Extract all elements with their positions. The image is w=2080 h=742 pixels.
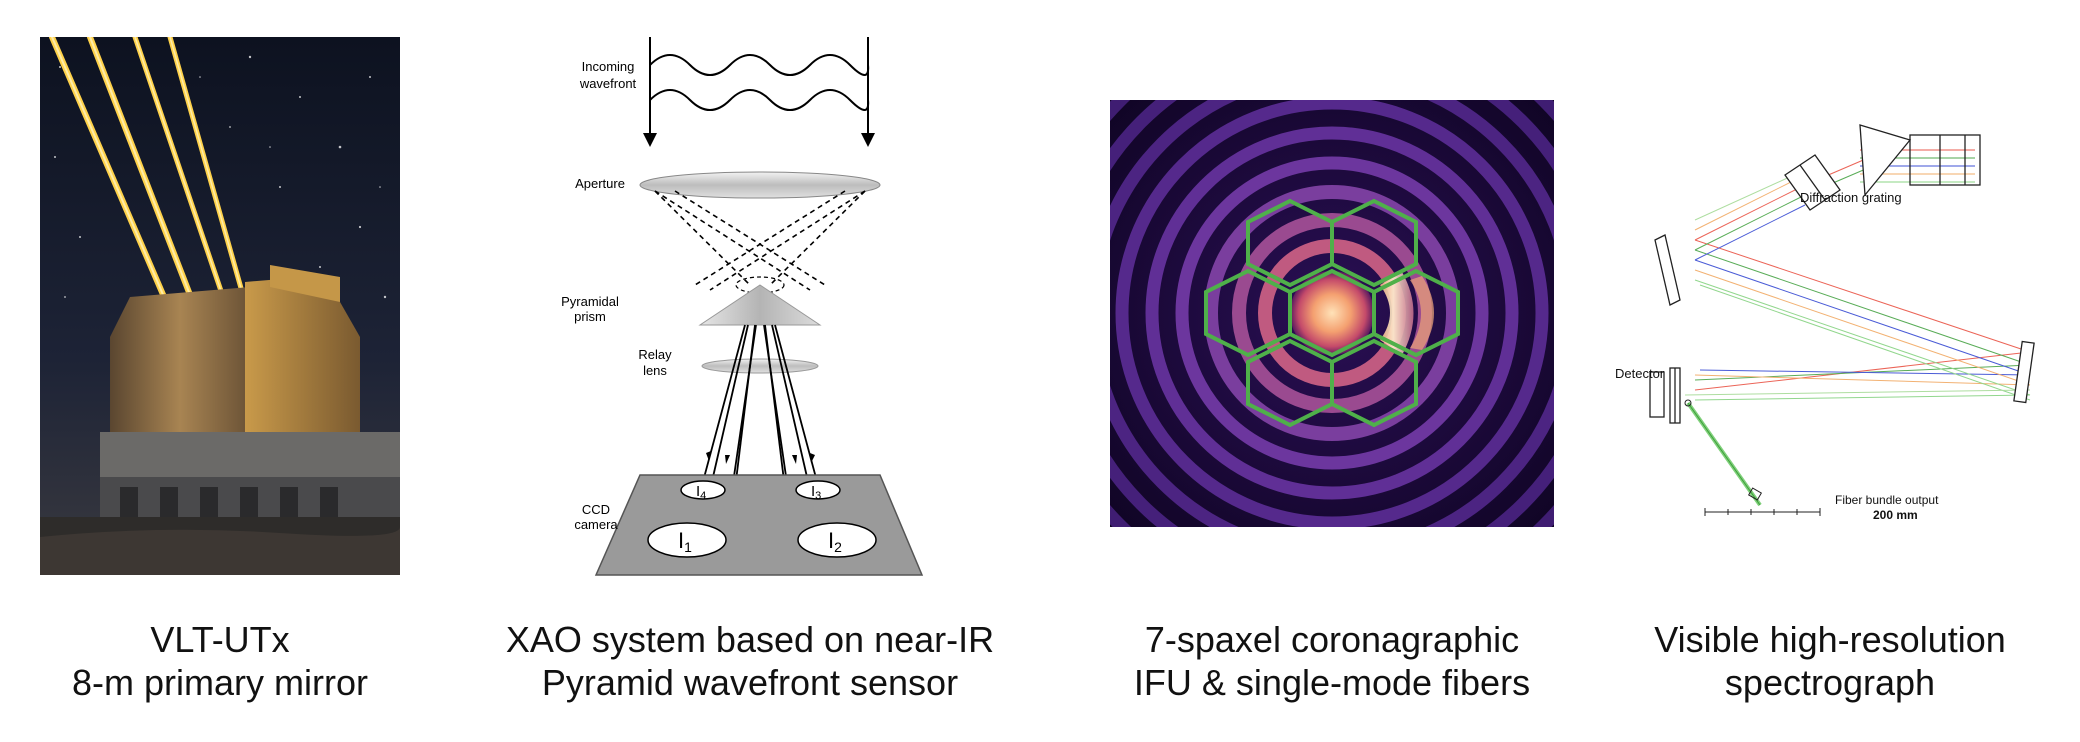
wavefront-upper [649, 54, 870, 76]
label-i2: I2 [828, 528, 842, 555]
caption-spectrograph: Visible high-resolution spectrograph [1620, 618, 2040, 704]
label-detector: Detector [1615, 366, 1665, 381]
pupil-image-i2 [797, 522, 877, 558]
caption-spectrograph-line1: Visible high-resolution [1654, 619, 2006, 660]
caption-vlt-line2: 8-m primary mirror [72, 662, 368, 703]
building-base [100, 432, 400, 482]
caption-ifu-line2: IFU & single-mode fibers [1133, 662, 1531, 703]
vlt-photo-illustration [40, 34, 400, 575]
psf-ifu-svg [1110, 100, 1554, 527]
optical-elements [1649, 124, 2035, 424]
label-aperture: Aperture [575, 176, 625, 191]
spectrograph-svg: Diffraction grating Detector Fiber bundl… [1615, 124, 2035, 522]
pyramidal-prism [698, 284, 822, 326]
pyramid-wfs-diagram: Incoming wavefront Aperture Pyramidal pr… [560, 35, 940, 580]
scale-bar [1704, 508, 1821, 516]
camera-mirror-right [2013, 340, 2035, 404]
vlt-photo [40, 34, 400, 575]
caption-xao-line1: XAO system based on near-IR [505, 619, 995, 660]
ray-bundles [1684, 154, 2031, 401]
pupil-image-i1 [647, 522, 727, 558]
caption-vlt: VLT-UTx 8-m primary mirror [20, 618, 420, 704]
caption-ifu: 7-spaxel coronagraphic IFU & single-mode… [1070, 618, 1594, 704]
label-incoming: Incoming [582, 59, 635, 74]
label-fiber-bundle-output: Fiber bundle output [1835, 493, 1939, 507]
label-i1: I1 [678, 528, 692, 555]
focusing-rays [654, 190, 866, 291]
pupil-image-i4 [680, 480, 726, 500]
ifu-hexagon-grid [1204, 198, 1460, 428]
enclosure-right [245, 277, 360, 437]
pyramid-wfs-svg: Incoming wavefront Aperture Pyramidal pr… [561, 37, 924, 576]
label-pyramidal: Pyramidal [561, 294, 619, 309]
label-camera: camera [574, 517, 618, 532]
detector-lens-1 [1649, 371, 1665, 418]
relay-lens [701, 358, 819, 374]
enclosure-left [110, 287, 250, 437]
ccd-camera-plane [594, 474, 924, 576]
label-wavefront: wavefront [579, 76, 637, 91]
label-scale: 200 mm [1873, 508, 1918, 522]
label-ccd: CCD [582, 502, 610, 517]
fiber-feed [1684, 399, 1763, 507]
hexagon-top-right [1330, 198, 1418, 288]
hexagon-right [1372, 268, 1460, 358]
label-i3: I3 [811, 483, 821, 502]
caption-ifu-line1: 7-spaxel coronagraphic [1144, 619, 1520, 660]
label-relay: Relay [638, 347, 672, 362]
psf-ifu-image [1110, 100, 1554, 527]
label-i4: I4 [696, 483, 706, 502]
output-optics-box [1909, 134, 1981, 186]
label-diffraction-grating: Diffraction grating [1800, 190, 1902, 205]
fold-mirror-left [1654, 234, 1681, 306]
caption-xao-line2: Pyramid wavefront sensor [541, 662, 959, 703]
hexagon-bottom-right [1330, 338, 1418, 428]
grating-prism [1859, 124, 1912, 197]
caption-spectrograph-line2: spectrograph [1724, 662, 1936, 703]
caption-vlt-line1: VLT-UTx [150, 619, 290, 660]
label-prism: prism [574, 309, 606, 324]
hexagon-left [1204, 268, 1292, 358]
spectrograph-layout: Diffraction grating Detector Fiber bundl… [1610, 120, 2050, 530]
psf-core [1290, 271, 1374, 355]
wavefront-lower [649, 89, 870, 111]
label-lens: lens [643, 363, 667, 378]
pupil-image-i3 [795, 480, 841, 500]
aperture-lens [639, 171, 881, 199]
caption-xao: XAO system based on near-IR Pyramid wave… [470, 618, 1030, 704]
